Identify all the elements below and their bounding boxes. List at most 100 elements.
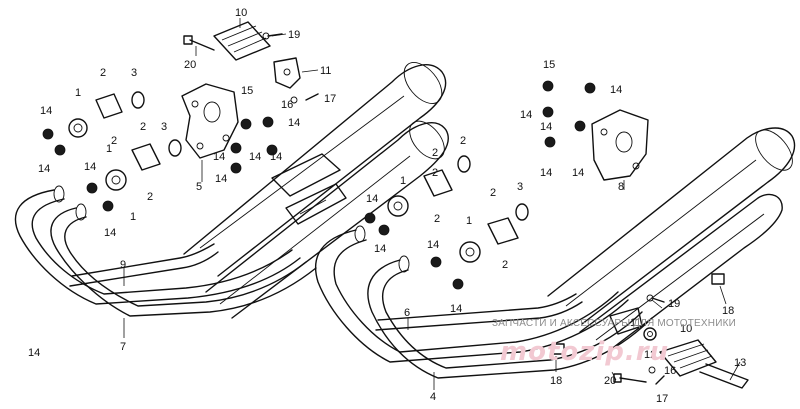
part-label: 2 xyxy=(460,135,466,147)
part-label: 14 xyxy=(213,151,225,163)
part-label: 14 xyxy=(288,117,300,129)
part-label: 1 xyxy=(130,211,136,223)
gasket-3-right-a xyxy=(457,155,471,173)
part-label: 14 xyxy=(610,84,622,96)
exhaust-pipe-9 xyxy=(69,243,219,287)
bolt-20-lower xyxy=(613,373,647,383)
part-label: 2 xyxy=(111,135,117,147)
part-label: 2 xyxy=(147,191,153,203)
rubber-18-right xyxy=(711,273,725,285)
part-label: 2 xyxy=(140,121,146,133)
muffler-clamp-left xyxy=(271,153,347,225)
joint-1-left-b xyxy=(105,169,127,191)
part-label: 2 xyxy=(432,147,438,159)
gasket-3-left-b xyxy=(168,139,182,157)
collar-2-right-b xyxy=(487,217,519,245)
part-label: 2 xyxy=(100,67,106,79)
part-label: 14 xyxy=(540,121,552,133)
leader-lines xyxy=(123,18,741,390)
joint-1-right-b xyxy=(459,241,481,263)
nuts xyxy=(42,80,596,290)
part-label: 14 xyxy=(215,173,227,185)
watermark: motozip.ru ЗАПЧАСТИ И АКСЕССУАРЫ ДЛЯ МОТ… xyxy=(492,318,736,367)
part-label: 2 xyxy=(502,259,508,271)
part-label: 13 xyxy=(734,357,746,369)
part-labels: 10 19 20 11 15 16 17 2 3 1 14 2 14 2 3 1… xyxy=(28,7,746,405)
part-label: 3 xyxy=(517,181,523,193)
part-label: 20 xyxy=(184,59,196,71)
stay-11-left xyxy=(273,57,301,89)
joint-1-left-a xyxy=(68,118,88,138)
exhaust-pipe-7 xyxy=(14,185,317,317)
part-label: 14 xyxy=(270,151,282,163)
heat-guard-10-lower xyxy=(659,339,717,377)
gasket-3-right-b xyxy=(515,203,529,221)
watermark-caption: ЗАПЧАСТИ И АКСЕССУАРЫ ДЛЯ МОТОТЕХНИКИ xyxy=(492,318,736,329)
collar-12 xyxy=(643,327,657,341)
part-label: 14 xyxy=(520,109,532,121)
part-label: 14 xyxy=(249,151,261,163)
part-label: 11 xyxy=(630,317,641,329)
part-label: 10 xyxy=(235,7,247,19)
part-label: 1 xyxy=(106,143,112,155)
part-label: 18 xyxy=(550,375,562,387)
joint-1-right-a xyxy=(387,195,409,217)
muffler-left-lower xyxy=(205,120,449,319)
muffler-right-lower xyxy=(579,193,783,351)
washer-16-left xyxy=(290,96,298,104)
collar-2-right-a xyxy=(423,169,453,197)
part-label: 9 xyxy=(120,259,126,271)
part-label: 1 xyxy=(400,175,406,187)
left-exhaust-system xyxy=(14,21,449,319)
part-label: 1 xyxy=(75,87,81,99)
part-label: 19 xyxy=(668,298,680,310)
part-label: 16 xyxy=(664,365,676,377)
part-label: 2 xyxy=(490,187,496,199)
part-label: 4 xyxy=(430,391,436,403)
part-label: 8 xyxy=(618,181,624,193)
stay-11-right xyxy=(609,307,643,335)
watermark-brand: motozip.ru xyxy=(500,337,669,367)
part-label: 11 xyxy=(320,65,331,77)
washer-16-right xyxy=(648,366,656,374)
bolt-17-right xyxy=(655,375,665,385)
part-label: 15 xyxy=(241,85,253,97)
bolt-20-upper xyxy=(183,35,215,51)
bolt-19-lower xyxy=(646,294,665,303)
bolt-19-upper xyxy=(262,32,283,40)
part-label: 15 xyxy=(543,59,555,71)
muffler-right-upper xyxy=(547,127,796,325)
part-label: 14 xyxy=(450,303,462,315)
part-label: 14 xyxy=(572,167,584,179)
part-label: 2 xyxy=(432,167,438,179)
part-label: 14 xyxy=(427,239,439,251)
part-label: 10 xyxy=(680,323,692,335)
part-label: 17 xyxy=(324,93,336,105)
heat-guard-10-upper xyxy=(213,21,271,61)
part-label: 12 xyxy=(644,349,656,361)
part-label: 3 xyxy=(131,67,137,79)
part-label: 14 xyxy=(84,161,96,173)
part-label: 17 xyxy=(656,393,668,405)
exhaust-pipe-6 xyxy=(375,293,583,331)
muffler-left-upper xyxy=(183,62,447,277)
part-label: 14 xyxy=(374,243,386,255)
collar-2-left-a xyxy=(95,93,123,119)
part-label: 7 xyxy=(120,341,126,353)
right-exhaust-system xyxy=(314,109,796,389)
collar-2-left-b xyxy=(131,143,161,171)
part-label: 14 xyxy=(104,227,116,239)
part-label: 19 xyxy=(288,29,300,41)
bolt-17-left xyxy=(305,93,319,101)
part-label: 5 xyxy=(196,181,202,193)
pin-13 xyxy=(699,363,749,389)
part-label: 3 xyxy=(161,121,167,133)
part-label: 20 xyxy=(604,375,616,387)
part-label: 14 xyxy=(40,105,52,117)
gasket-3-left-a xyxy=(131,91,145,109)
part-label: 18 xyxy=(722,305,734,317)
bracket-8 xyxy=(591,109,649,181)
part-label: 1 xyxy=(466,215,472,227)
part-label: 14 xyxy=(366,193,378,205)
